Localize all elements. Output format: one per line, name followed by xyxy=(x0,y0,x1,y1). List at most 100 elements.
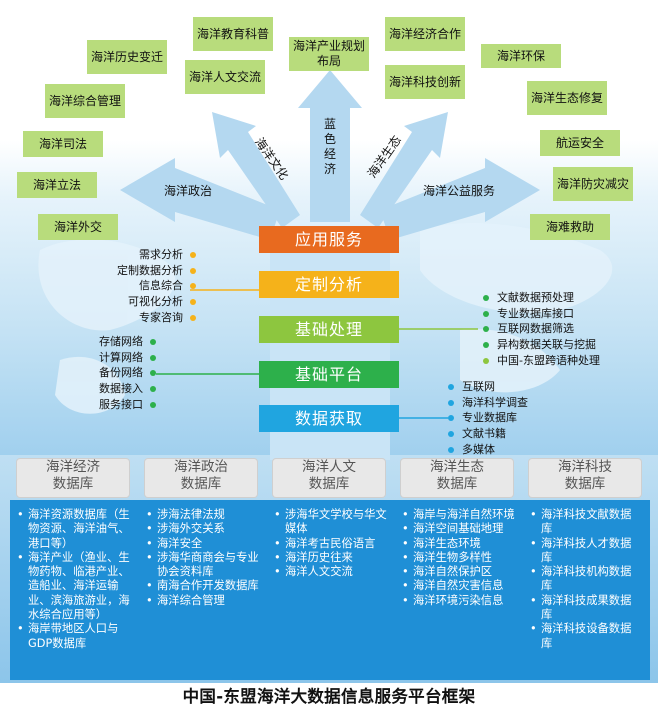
list-platform: 存储网络 计算网络 备份网络 数据接入 服务接口 xyxy=(60,334,156,413)
list-item: 需求分析 xyxy=(70,247,196,263)
db-list-ecology: 海岸与海洋自然环境 海洋空间基础地理 海洋生态环境 海洋生物多样性 海洋自然保护… xyxy=(401,508,519,608)
db-header-economy: 海洋经济数据库 xyxy=(17,459,129,497)
list-item: 定制数据分析 xyxy=(70,263,196,279)
list-item: 涉海外交关系 xyxy=(145,522,265,537)
db-list-economy: 海洋资源数据库（生物资源、海洋油气、港口等） 海洋产业（渔业、生物药物、临港产业… xyxy=(16,508,134,651)
dot-icon xyxy=(150,370,156,377)
list-item: 海洋空间基础地理 xyxy=(401,522,519,537)
list-item: 海洋科技文献数据库 xyxy=(529,508,641,537)
dot-icon xyxy=(448,446,454,453)
list-item: 涉海法律法规 xyxy=(145,508,265,523)
list-item: 服务接口 xyxy=(60,397,156,413)
list-item: 海洋环境污染信息 xyxy=(401,594,519,609)
box-marine-justice: 海洋司法 xyxy=(23,131,103,157)
box-marine-diplomacy: 海洋外交 xyxy=(38,214,118,240)
arrow-up xyxy=(298,70,362,222)
db-list-humanities: 涉海华文学校与华文媒体 海洋考古民俗语言 海洋历史往来 海洋人文交流 xyxy=(273,508,391,580)
box-marine-economy: 海洋经济合作 xyxy=(385,17,465,51)
list-item: 备份网络 xyxy=(60,365,156,381)
list-item: 海洋产业（渔业、生物药物、临港产业、造船业、海洋运输业、滨海旅游业，海水综合应用… xyxy=(16,551,134,622)
list-item: 海岸带地区人口与GDP数据库 xyxy=(16,622,134,651)
list-item: 文献书籍 xyxy=(448,426,528,442)
layer-data-acquisition: 数据获取 xyxy=(259,405,399,432)
list-item: 互联网数据筛选 xyxy=(483,321,600,337)
box-marine-legislation: 海洋立法 xyxy=(17,172,97,198)
dot-icon xyxy=(483,294,489,301)
list-item: 中国-东盟跨语种处理 xyxy=(483,353,600,369)
dot-icon xyxy=(190,298,196,305)
layer-custom-analysis: 定制分析 xyxy=(259,271,399,298)
arrow-label-politics: 海洋政治 xyxy=(164,184,213,198)
list-item: 海洋资源数据库（生物资源、海洋油气、港口等） xyxy=(16,508,134,551)
db-header-ecology: 海洋生态数据库 xyxy=(401,459,513,497)
dot-icon xyxy=(150,385,156,392)
list-item: 数据接入 xyxy=(60,381,156,397)
list-item: 海洋科技机构数据库 xyxy=(529,565,641,594)
list-item: 文献数据预处理 xyxy=(483,290,600,306)
list-item: 海洋自然灾害信息 xyxy=(401,579,519,594)
list-item: 互联网 xyxy=(448,379,528,395)
box-marine-envprot: 海洋环保 xyxy=(481,44,561,68)
list-item: 涉海华文学校与华文媒体 xyxy=(273,508,391,537)
list-item: 专业数据库 xyxy=(448,410,528,426)
dot-icon xyxy=(190,283,196,290)
list-item: 海岸与海洋自然环境 xyxy=(401,508,519,523)
arrow-upleft xyxy=(212,112,300,228)
list-processing: 文献数据预处理 专业数据库接口 互联网数据筛选 异构数据关联与挖掘 中国-东盟跨… xyxy=(483,290,600,369)
dot-icon xyxy=(150,338,156,345)
dot-icon xyxy=(150,401,156,408)
list-item: 海洋生物多样性 xyxy=(401,551,519,566)
list-item: 计算网络 xyxy=(60,350,156,366)
list-item: 多媒体 xyxy=(448,442,528,458)
box-marine-industry: 海洋产业规划布局 xyxy=(289,37,369,71)
dot-icon xyxy=(483,357,489,364)
arrow-right xyxy=(380,158,540,240)
dot-icon xyxy=(190,251,196,258)
dot-icon xyxy=(483,310,489,317)
box-marine-history: 海洋历史变迁 xyxy=(87,40,167,74)
list-item: 海洋科技人才数据库 xyxy=(529,537,641,566)
db-list-scitech: 海洋科技文献数据库 海洋科技人才数据库 海洋科技机构数据库 海洋科技成果数据库 … xyxy=(529,508,641,651)
box-marine-rescue: 海难救助 xyxy=(530,214,610,240)
arrow-left xyxy=(120,158,280,240)
list-item: 海洋历史往来 xyxy=(273,551,391,566)
db-header-humanities: 海洋人文数据库 xyxy=(273,459,385,497)
list-item: 海洋自然保护区 xyxy=(401,565,519,580)
list-item: 专业数据库接口 xyxy=(483,306,600,322)
list-item: 海洋安全 xyxy=(145,537,265,552)
list-analysis: 需求分析 定制数据分析 信息综合 可视化分析 专家咨询 xyxy=(70,247,196,326)
arrow-label-blue-economy: 蓝色经济 xyxy=(323,117,336,176)
db-header-politics: 海洋政治数据库 xyxy=(145,459,257,497)
dot-icon xyxy=(448,383,454,390)
list-item: 专家咨询 xyxy=(70,310,196,326)
list-item: 海洋综合管理 xyxy=(145,594,265,609)
layer-application-service: 应用服务 xyxy=(259,226,399,253)
box-marine-ecorepair: 海洋生态修复 xyxy=(527,81,607,115)
list-item: 海洋人文交流 xyxy=(273,565,391,580)
diagram-caption: 中国-东盟海洋大数据信息服务平台框架 xyxy=(182,687,476,706)
arrow-label-public-service: 海洋公益服务 xyxy=(423,184,496,198)
dot-icon xyxy=(448,430,454,437)
layer-basic-processing: 基础处理 xyxy=(259,316,399,343)
dot-icon xyxy=(448,415,454,422)
db-header-scitech: 海洋科技数据库 xyxy=(529,459,641,497)
box-marine-mgmt: 海洋综合管理 xyxy=(45,84,125,118)
list-item: 海洋科技成果数据库 xyxy=(529,594,641,623)
list-item: 海洋科学调查 xyxy=(448,395,528,411)
box-marine-education: 海洋教育科普 xyxy=(193,17,273,51)
dot-icon xyxy=(448,399,454,406)
list-acquisition: 互联网 海洋科学调查 专业数据库 文献书籍 多媒体 xyxy=(448,379,528,458)
list-item: 南海合作开发数据库 xyxy=(145,579,265,594)
box-marine-disaster: 海洋防灾减灾 xyxy=(553,167,633,201)
dot-icon xyxy=(483,326,489,333)
list-item: 海洋生态环境 xyxy=(401,537,519,552)
layer-basic-platform: 基础平台 xyxy=(259,361,399,388)
arrow-upright xyxy=(360,112,448,228)
box-shipping-safety: 航运安全 xyxy=(540,130,620,156)
dot-icon xyxy=(190,314,196,321)
list-item: 涉海华商商会与专业协会资料库 xyxy=(145,551,265,580)
box-marine-culture: 海洋人文交流 xyxy=(185,60,265,94)
list-item: 存储网络 xyxy=(60,334,156,350)
list-item: 海洋考古民俗语言 xyxy=(273,537,391,552)
dot-icon xyxy=(150,354,156,361)
